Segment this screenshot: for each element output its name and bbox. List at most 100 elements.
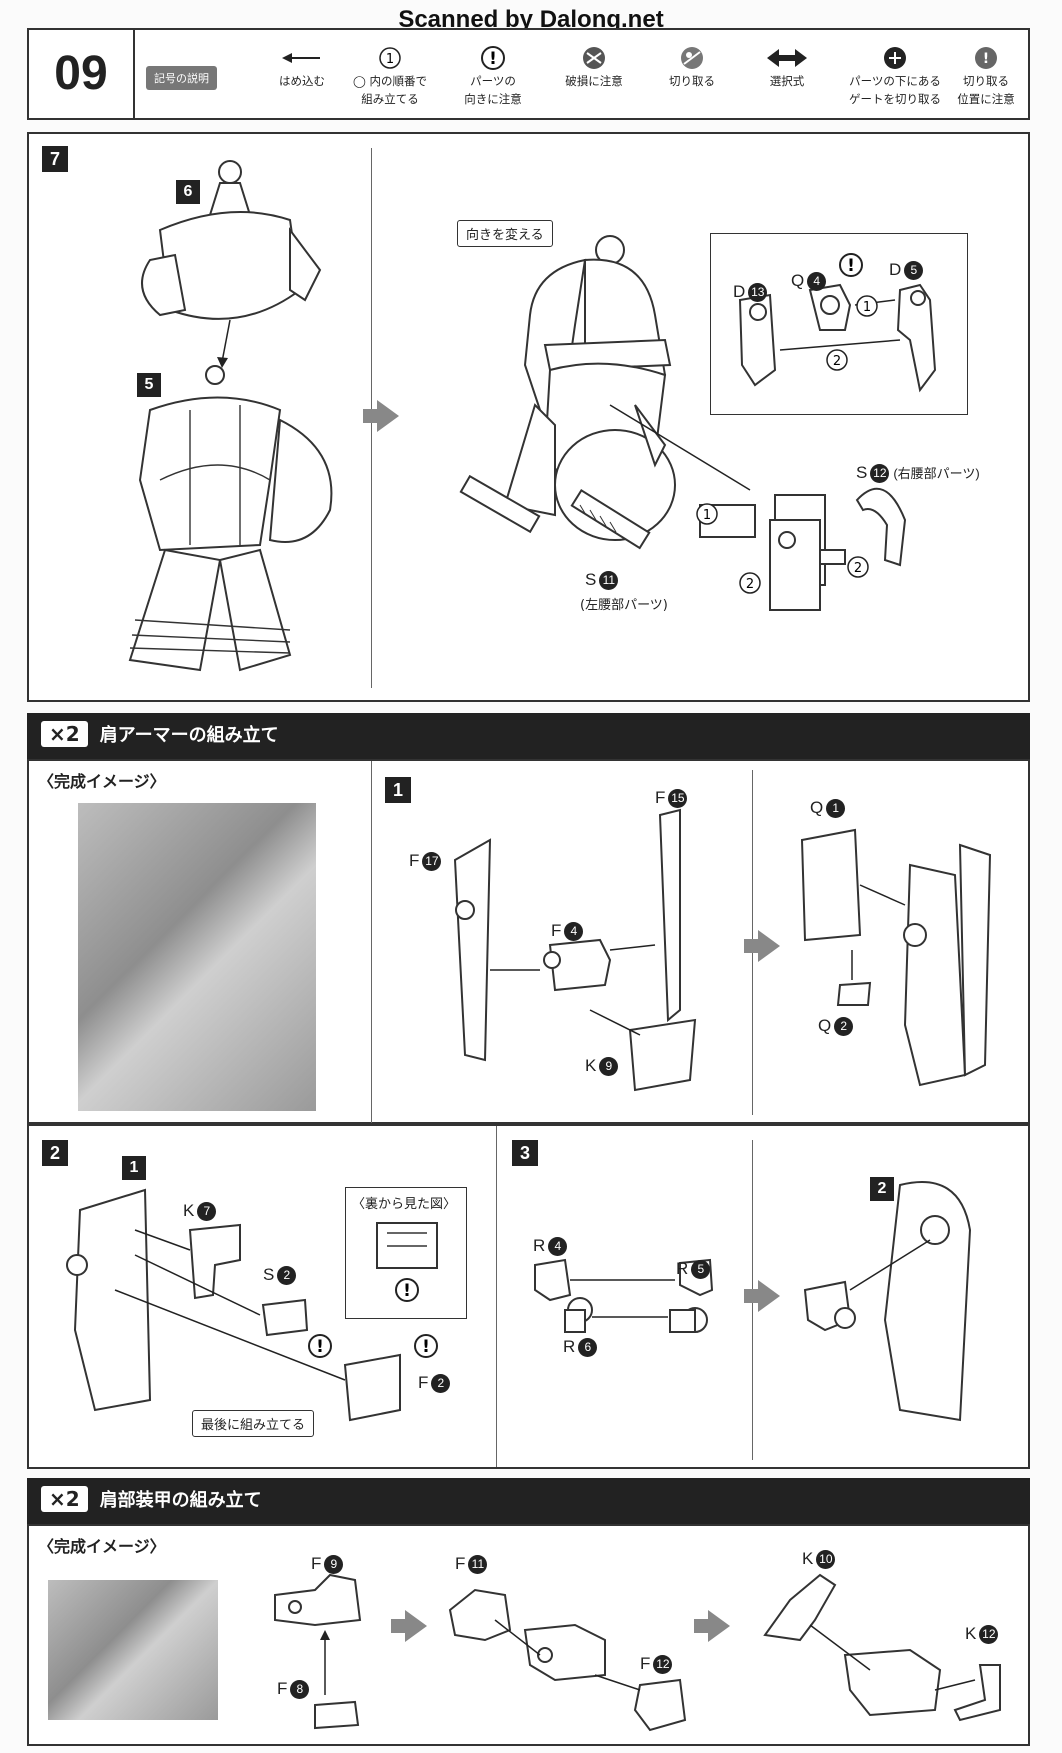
step2-parts (66, 1188, 401, 1422)
numbered-circle-icon: 1 (379, 47, 401, 69)
back-view-part: ! (376, 1222, 438, 1302)
svg-text:!: ! (489, 49, 497, 69)
legend-item-snap: はめ込む (247, 44, 357, 90)
finished-caption: 〈完成イメージ〉 (38, 772, 166, 791)
legend-item-cut-position: ! 切り取る位置に注意 (941, 44, 1031, 108)
next-arrow (744, 1280, 780, 1312)
left-hip-note: (左腰部パーツ) (580, 598, 668, 613)
svg-text:!: ! (422, 1337, 430, 1357)
rotate-callout: 向きを変える (457, 220, 553, 247)
finished-caption: 〈完成イメージ〉 (38, 1537, 166, 1556)
cut-position-icon: ! (975, 47, 997, 69)
order-circle-2: 2 (739, 572, 761, 594)
legend-item-gate: パーツの下にあるゲートを切り取る (835, 44, 955, 108)
order-circle-1: 1 (856, 295, 878, 317)
next-arrow (694, 1610, 730, 1642)
svg-text:2: 2 (833, 354, 841, 369)
svg-text:!: ! (847, 256, 855, 276)
plate-parts-2 (448, 1588, 687, 1732)
plate-parts-1 (274, 1573, 362, 1730)
order-circle-2: 2 (826, 349, 848, 371)
reference-step: 2 (870, 1177, 894, 1201)
section-title: 肩部装甲の組み立て (99, 1490, 262, 1511)
reference-step: 1 (122, 1156, 146, 1180)
legend-tag: 記号の説明 (146, 66, 217, 90)
legend-item-cut: 切り取る (637, 44, 747, 90)
part-number-5: 5 (137, 373, 161, 397)
detail-parts (738, 283, 937, 393)
exclamation-icon: ! (839, 253, 863, 277)
multiplier-badge: ×2 (41, 1486, 88, 1512)
svg-text:1: 1 (863, 300, 871, 315)
legend-header: 09 記号の説明 はめ込む 1 ◯ 内の順番で組み立てる ! パーツの向きに注意… (27, 28, 1030, 120)
svg-text:!: ! (403, 1281, 411, 1301)
multiplier-badge: ×2 (41, 721, 88, 747)
step-number: 7 (42, 146, 68, 172)
hip-joint-illustration (769, 519, 846, 611)
next-arrow (744, 930, 780, 962)
svg-text:2: 2 (746, 577, 754, 592)
part-number-6: 6 (176, 180, 200, 204)
right-hip-part-illustration (855, 487, 907, 567)
svg-text:!: ! (316, 1337, 324, 1357)
step1-parts (453, 808, 697, 1092)
gate-cut-icon (884, 47, 906, 69)
plate-parts-3 (763, 1573, 1001, 1722)
exclamation-icon: ! (414, 1334, 438, 1358)
assemble-last-callout: 最後に組み立てる (192, 1410, 315, 1437)
torso-illustration-left (128, 160, 333, 672)
section-title: 肩アーマーの組み立て (99, 725, 279, 746)
legend-item-orientation: ! パーツの向きに注意 (438, 44, 548, 108)
next-arrow (391, 1610, 427, 1642)
legend-item-select: 選択式 (732, 44, 842, 90)
arrow-left-icon (282, 53, 320, 63)
exclamation-icon: ! (481, 46, 505, 70)
step1-result-parts (800, 828, 992, 1087)
cut-icon (681, 47, 703, 69)
legend-item-damage: 破損に注意 (539, 44, 649, 90)
divider (496, 1126, 497, 1467)
section-title-bar: ×2 肩アーマーの組み立て (27, 713, 1030, 759)
order-circle-2: 2 (847, 556, 869, 578)
svg-text:!: ! (983, 51, 989, 67)
divider (371, 761, 372, 1123)
step-number: 1 (385, 777, 411, 803)
finished-image-photo (48, 1580, 218, 1720)
step3-result (803, 1181, 972, 1422)
step-number: 3 (512, 1140, 538, 1166)
section-title-bar: ×2 肩部装甲の組み立て (27, 1478, 1030, 1524)
exclamation-icon: ! (308, 1334, 332, 1358)
double-arrow-icon (767, 49, 807, 67)
svg-text:1: 1 (386, 52, 394, 67)
back-view-caption: 〈裏から見た図〉 (352, 1197, 457, 1212)
legend-item-order: 1 ◯ 内の順番で組み立てる (335, 44, 445, 108)
step-number: 2 (42, 1140, 68, 1166)
next-arrow (363, 400, 399, 432)
svg-text:1: 1 (703, 508, 711, 523)
svg-text:2: 2 (854, 561, 862, 576)
page-number: 09 (29, 30, 135, 118)
